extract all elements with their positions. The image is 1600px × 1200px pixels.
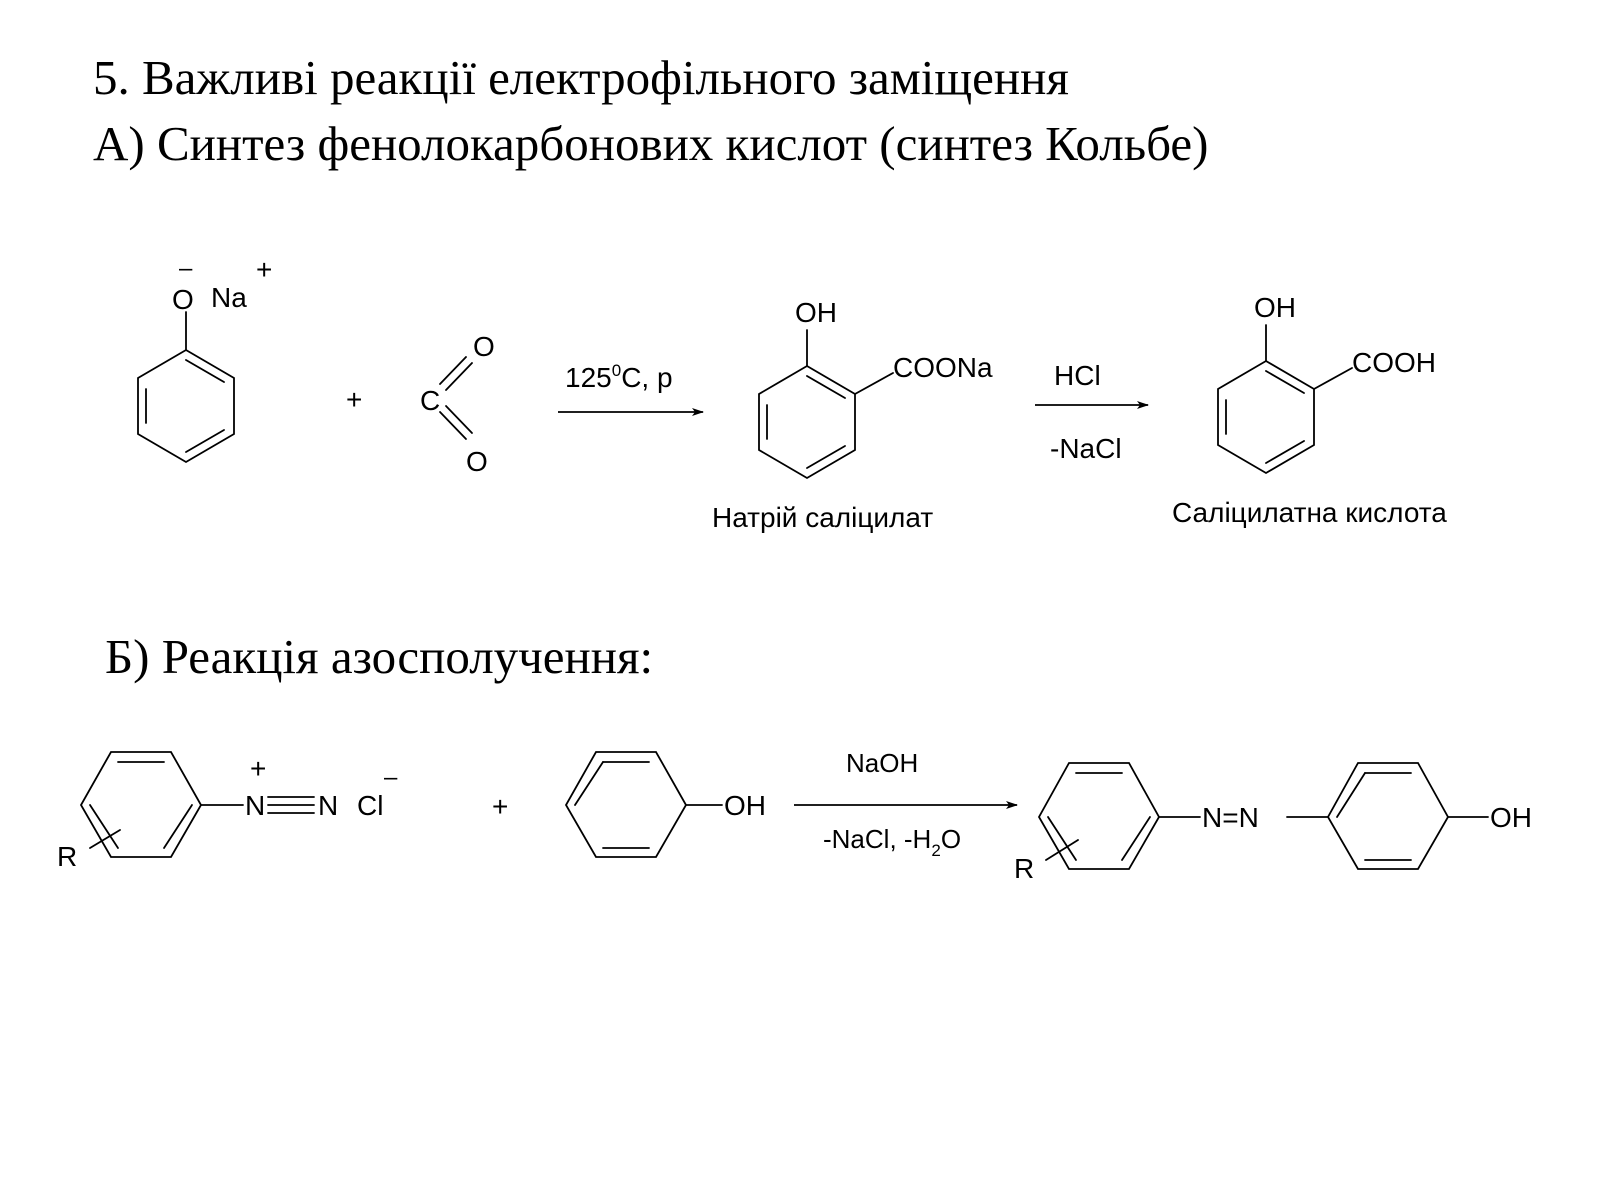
benzene-ring bbox=[79, 751, 203, 858]
co2-carbon: C bbox=[420, 385, 440, 416]
salicylic-acid: OH COOH Саліцилатна кислота bbox=[1172, 292, 1447, 528]
diazonium-substituent-r: R bbox=[57, 841, 77, 872]
acidification-reagent: HCl bbox=[1054, 360, 1101, 391]
azo-dye-product: R N=N OH bbox=[1014, 762, 1532, 884]
salicylate-carboxylate: COONa bbox=[893, 352, 993, 383]
phenoxide-oxygen: O bbox=[172, 284, 194, 315]
salicylic-acid-carboxyl: COOH bbox=[1352, 347, 1436, 378]
substituent-bond bbox=[89, 829, 121, 849]
aryl-diazonium-chloride: R N + N Cl – bbox=[57, 751, 398, 872]
section-a-title: А) Синтез фенолокарбонових кислот (синте… bbox=[93, 116, 1209, 171]
section-b-title: Б) Реакція азосполучення: bbox=[105, 629, 654, 684]
kolbe-conditions: 1250C, p bbox=[565, 361, 673, 393]
chloride-minus: – bbox=[384, 764, 398, 791]
benzene-ring bbox=[137, 348, 235, 464]
acidification-byproduct: -NaCl bbox=[1050, 433, 1122, 464]
salicylic-acid-hydroxyl: OH bbox=[1254, 292, 1296, 323]
azo-reagent: NaOH bbox=[846, 748, 918, 778]
chloride-ion: Cl bbox=[357, 790, 383, 821]
phenoxide-minus: – bbox=[179, 255, 193, 282]
kolbe-reaction-arrow: 1250C, p bbox=[558, 361, 704, 416]
sodium-phenoxide: O – Na + bbox=[137, 254, 272, 464]
phenoxide-sodium: Na bbox=[211, 282, 247, 313]
azo-plus-sign: + bbox=[492, 791, 508, 822]
benzene-ring bbox=[564, 751, 688, 858]
carbon-dioxide: C O O bbox=[420, 331, 495, 477]
phenoxide-plus: + bbox=[256, 254, 272, 285]
benzene-ring bbox=[1217, 359, 1315, 475]
kolbe-plus-sign: + bbox=[346, 384, 362, 415]
sodium-salicylate: OH COONa Натрій саліцилат bbox=[712, 297, 993, 533]
phenol: OH bbox=[564, 751, 766, 858]
azo-byproducts: -NaCl, -H2O bbox=[823, 824, 961, 860]
diazonium-plus: + bbox=[250, 753, 266, 784]
azo-coupling-arrow: NaOH -NaCl, -H2O bbox=[794, 748, 1018, 860]
benzene-ring bbox=[758, 364, 856, 480]
co2-oxygen-bottom: O bbox=[466, 446, 488, 477]
sodium-salicylate-name: Натрій саліцилат bbox=[712, 502, 933, 533]
co2-oxygen-top: O bbox=[473, 331, 495, 362]
phenol-hydroxyl: OH bbox=[724, 790, 766, 821]
slide-title: 5. Важливі реакції електрофільного заміщ… bbox=[93, 50, 1069, 105]
product-substituent-r: R bbox=[1014, 853, 1034, 884]
acidification-arrow: HCl -NaCl bbox=[1035, 360, 1149, 464]
product-hydroxyl: OH bbox=[1490, 802, 1532, 833]
benzene-ring bbox=[1037, 762, 1161, 870]
diazonium-nitrogen-2: N bbox=[318, 790, 338, 821]
salicylate-hydroxyl: OH bbox=[795, 297, 837, 328]
salicylic-acid-name: Саліцилатна кислота bbox=[1172, 497, 1447, 528]
benzene-ring bbox=[1326, 762, 1450, 870]
diazonium-nitrogen-1: N bbox=[245, 790, 265, 821]
azo-group: N=N bbox=[1202, 802, 1259, 833]
